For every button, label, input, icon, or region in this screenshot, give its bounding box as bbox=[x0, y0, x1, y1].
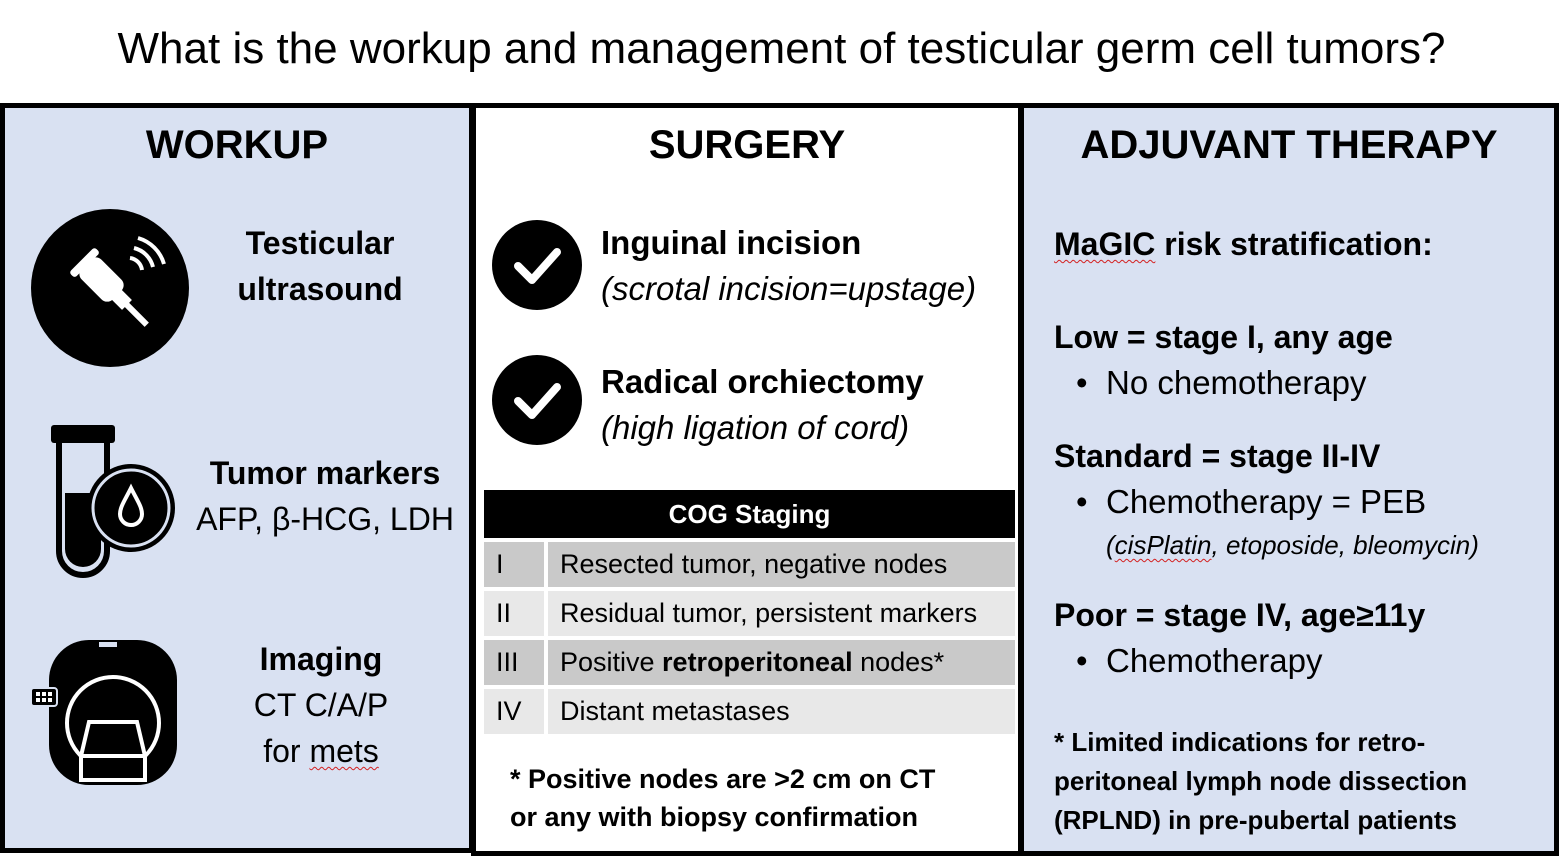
table-row: II Residual tumor, persistent markers bbox=[484, 587, 1015, 638]
imaging-detail-line2: for mets bbox=[215, 728, 427, 774]
stage-number: I bbox=[484, 538, 548, 589]
stage-desc-bold: retroperitoneal bbox=[662, 647, 853, 677]
blood-test-tube-icon bbox=[45, 423, 185, 588]
adjuvant-heading: ADJUVANT THERAPY bbox=[1080, 123, 1498, 167]
tumor-markers-title: Tumor markers bbox=[209, 455, 441, 491]
risk-stratification-rest: risk stratification: bbox=[1155, 226, 1433, 262]
inguinal-incision-title: Inguinal incision bbox=[601, 224, 862, 261]
risk-group-title: Standard = stage II-IV bbox=[1054, 438, 1381, 474]
tumor-markers-label: Tumor markers AFP, β-HCG, LDH bbox=[185, 450, 465, 542]
risk-group-title: Poor = stage IV, age≥11y bbox=[1054, 597, 1426, 633]
surgery-footnote-line2: or any with biopsy confirmation bbox=[510, 802, 919, 832]
workup-panel: WORKUP Testicular ultrasound bbox=[0, 103, 474, 853]
bullet-text: No chemotherapy bbox=[1106, 364, 1367, 401]
checkmark-icon bbox=[492, 220, 582, 310]
radical-orchiectomy-note: (high ligation of cord) bbox=[601, 409, 910, 446]
surgery-panel: SURGERY Inguinal incision (scrotal incis… bbox=[471, 103, 1023, 856]
tumor-markers-detail: AFP, β-HCG, LDH bbox=[196, 501, 454, 537]
risk-group-standard: Standard = stage II-IV •Chemotherapy = P… bbox=[1054, 433, 1559, 565]
ultrasound-label-line1: Testicular bbox=[245, 225, 395, 261]
ultrasound-probe-icon bbox=[30, 208, 190, 373]
stage-desc-post: nodes* bbox=[852, 647, 945, 677]
stage-description: Distant metastases bbox=[546, 685, 1015, 734]
risk-group-low: Low = stage I, any age •No chemotherapy bbox=[1054, 314, 1559, 406]
workup-heading: WORKUP bbox=[145, 123, 329, 167]
page-title: What is the workup and management of tes… bbox=[117, 24, 1446, 73]
table-row: I Resected tumor, negative nodes bbox=[484, 538, 1015, 589]
risk-stratification-label: MaGIC risk stratification: bbox=[1054, 221, 1554, 267]
imaging-title: Imaging bbox=[259, 641, 383, 677]
risk-group-poor: Poor = stage IV, age≥11y •Chemotherapy bbox=[1054, 592, 1559, 684]
list-item: •No chemotherapy bbox=[1076, 364, 1367, 401]
rplnd-note-line3: (RPLND) in pre-pubertal patients bbox=[1054, 805, 1458, 835]
list-item: •Chemotherapy = PEB bbox=[1076, 483, 1427, 520]
stage-number: III bbox=[484, 636, 548, 687]
rplnd-note: * Limited indications for retro- periton… bbox=[1054, 723, 1559, 840]
stage-desc-pre: Positive bbox=[560, 647, 663, 677]
spellcheck-word-cisplatin: cisPlatin bbox=[1114, 530, 1212, 560]
chemo-sub-note: (cisPlatin, etoposide, bleomycin) bbox=[1054, 525, 1559, 565]
rplnd-note-line2: peritoneal lymph node dissection bbox=[1054, 766, 1468, 796]
table-row: III Positive retroperitoneal nodes* bbox=[484, 636, 1015, 687]
inguinal-incision-item: Inguinal incision (scrotal incision=upst… bbox=[601, 220, 1021, 312]
stage-description: Resected tumor, negative nodes bbox=[546, 538, 1015, 589]
radical-orchiectomy-title: Radical orchiectomy bbox=[601, 363, 924, 400]
imaging-label: Imaging CT C/A/P for mets bbox=[215, 636, 427, 774]
surgery-footnote-line1: * Positive nodes are >2 cm on CT bbox=[510, 764, 936, 794]
stage-description: Residual tumor, persistent markers bbox=[546, 587, 1015, 638]
spellcheck-word-magic: MaGIC bbox=[1054, 226, 1156, 262]
list-item: •Chemotherapy bbox=[1076, 642, 1323, 679]
bullet-text: Chemotherapy bbox=[1106, 642, 1323, 679]
surgery-heading: SURGERY bbox=[648, 123, 846, 167]
stage-number: IV bbox=[484, 685, 548, 734]
table-row: IV Distant metastases bbox=[484, 685, 1015, 734]
sub-note-post: , etoposide, bleomycin) bbox=[1211, 530, 1479, 560]
ultrasound-label: Testicular ultrasound bbox=[215, 220, 425, 312]
rplnd-note-line1: * Limited indications for retro- bbox=[1054, 727, 1426, 757]
adjuvant-panel: ADJUVANT THERAPY MaGIC risk stratificati… bbox=[1019, 103, 1559, 856]
checkmark-icon bbox=[492, 355, 582, 445]
stage-number: II bbox=[484, 587, 548, 638]
radical-orchiectomy-item: Radical orchiectomy (high ligation of co… bbox=[601, 359, 1021, 451]
risk-group-title: Low = stage I, any age bbox=[1054, 319, 1393, 355]
spellcheck-word-mets: mets bbox=[309, 733, 379, 769]
imaging-detail-line1: CT C/A/P bbox=[253, 687, 389, 723]
bullet-text: Chemotherapy = PEB bbox=[1106, 483, 1427, 520]
ct-scanner-icon bbox=[27, 638, 187, 793]
ultrasound-label-line2: ultrasound bbox=[237, 271, 403, 307]
cog-staging-table: COG Staging I Resected tumor, negative n… bbox=[484, 490, 1015, 734]
inguinal-incision-note: (scrotal incision=upstage) bbox=[601, 270, 977, 307]
surgery-footnote: * Positive nodes are >2 cm on CT or any … bbox=[510, 760, 1010, 836]
stage-description: Positive retroperitoneal nodes* bbox=[546, 636, 1015, 687]
cog-staging-header: COG Staging bbox=[484, 490, 1015, 540]
sub-note-pre: ( bbox=[1106, 530, 1115, 560]
imaging-detail-pre: for bbox=[263, 733, 310, 769]
